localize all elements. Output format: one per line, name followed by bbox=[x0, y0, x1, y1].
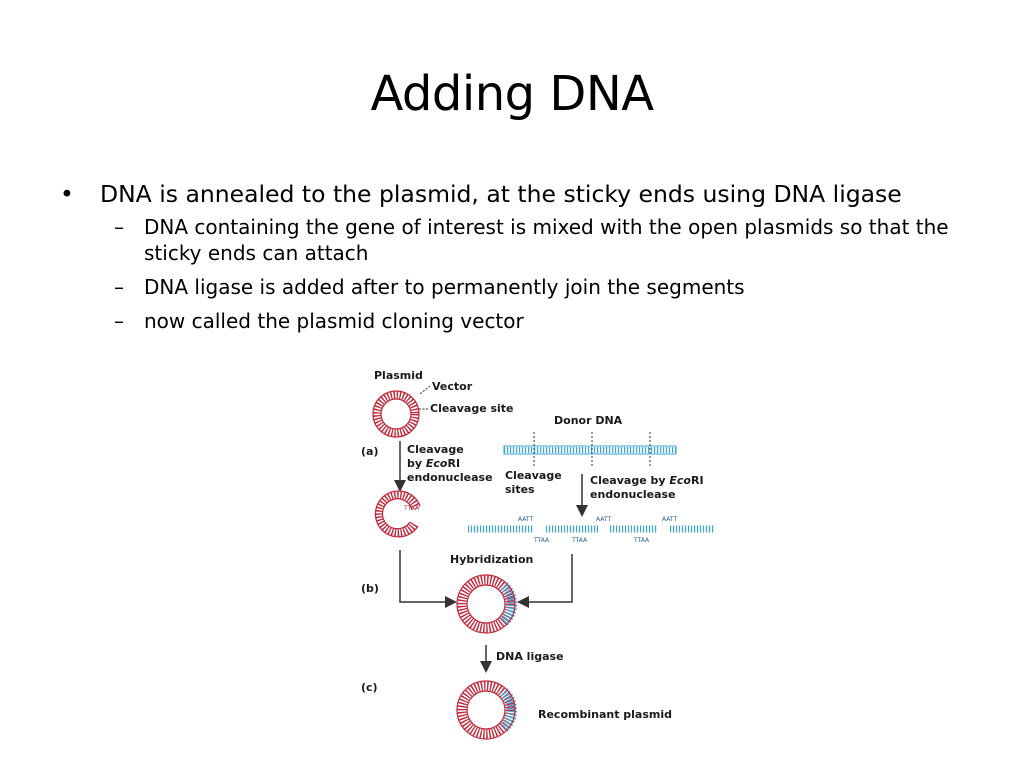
opened-plasmid bbox=[374, 490, 421, 538]
by-word: by bbox=[407, 457, 422, 470]
dna-ligase-label: DNA ligase bbox=[496, 650, 564, 663]
cleavage-label: Cleavage bbox=[407, 443, 464, 456]
hybridization-label: Hybridization bbox=[450, 553, 533, 566]
slide-title: Adding DNA bbox=[370, 66, 654, 122]
bullet-list: • DNA is annealed to the plasmid, at the… bbox=[56, 178, 996, 334]
sub-bullet-item: – now called the plasmid cloning vector bbox=[56, 308, 996, 334]
donor-dna-label: Donor DNA bbox=[554, 414, 623, 427]
arrow-donor-to-hybrid bbox=[517, 554, 573, 608]
endonuclease-label: endonuclease bbox=[407, 471, 493, 484]
cleavage-by-ecori-label: Cleavage by EcoRI bbox=[590, 474, 704, 487]
bullet-item: • DNA is annealed to the plasmid, at the… bbox=[56, 178, 996, 210]
cleavage-by-word: Cleavage by bbox=[590, 474, 666, 487]
endonuclease-label-2: endonuclease bbox=[590, 488, 676, 501]
step-b-label: (b) bbox=[361, 582, 379, 595]
sub-bullet-item: – DNA containing the gene of interest is… bbox=[56, 214, 996, 266]
recombinant-plasmid-label: Recombinant plasmid bbox=[538, 708, 672, 721]
vector-label: Vector bbox=[432, 380, 473, 393]
sub-bullet-marker: – bbox=[114, 275, 124, 299]
bullet-marker: • bbox=[60, 180, 74, 208]
recombinant-plasmid bbox=[456, 680, 518, 740]
plasmid-cloning-figure: Plasmid Vector Cleavage site (a) (b) (c)… bbox=[358, 364, 722, 754]
sticky-end-label: AATT bbox=[518, 516, 533, 523]
plasmid-ring bbox=[372, 390, 420, 438]
sticky-end-label: TTAA bbox=[571, 537, 588, 544]
sub-bullet-text: now called the plasmid cloning vector bbox=[144, 309, 524, 333]
sticky-end-label: AATT bbox=[596, 516, 611, 523]
sub-bullet-marker: – bbox=[114, 215, 124, 239]
step-a-label: (a) bbox=[361, 445, 378, 458]
sub-bullet-text: DNA ligase is added after to permanently… bbox=[144, 275, 745, 299]
cleavage-sites-label-1: Cleavage bbox=[505, 469, 562, 482]
ri-word-2: RI bbox=[691, 474, 704, 487]
sticky-end-label: TTAA bbox=[533, 537, 550, 544]
donor-dna-strand bbox=[503, 445, 677, 455]
cleavage-site-label: Cleavage site bbox=[430, 402, 514, 415]
cleavage-sites-label-2: sites bbox=[505, 483, 535, 496]
sub-bullet-marker: – bbox=[114, 309, 124, 333]
by-ecori-label: by EcoRI bbox=[407, 457, 460, 470]
plasmid-label: Plasmid bbox=[374, 369, 423, 382]
arrow-plasmid-to-hybrid bbox=[399, 550, 457, 608]
sub-bullet-text: DNA containing the gene of interest is m… bbox=[144, 215, 949, 265]
plasmid-cloning-diagram: Plasmid Vector Cleavage site (a) (b) (c)… bbox=[361, 369, 714, 740]
ri-word: RI bbox=[447, 457, 460, 470]
plasmid-sticky-end-label: TTAA bbox=[403, 505, 420, 512]
hybrid-plasmid bbox=[456, 574, 518, 634]
bullet-text: DNA is annealed to the plasmid, at the s… bbox=[100, 180, 902, 208]
sticky-end-label: TTAA bbox=[633, 537, 650, 544]
vector-leader-line bbox=[419, 385, 431, 395]
sticky-end-label: AATT bbox=[662, 516, 677, 523]
sub-bullet-item: – DNA ligase is added after to permanent… bbox=[56, 274, 996, 300]
eco-word-2: Eco bbox=[669, 474, 691, 487]
step-c-label: (c) bbox=[361, 681, 378, 694]
eco-word: Eco bbox=[426, 457, 448, 470]
